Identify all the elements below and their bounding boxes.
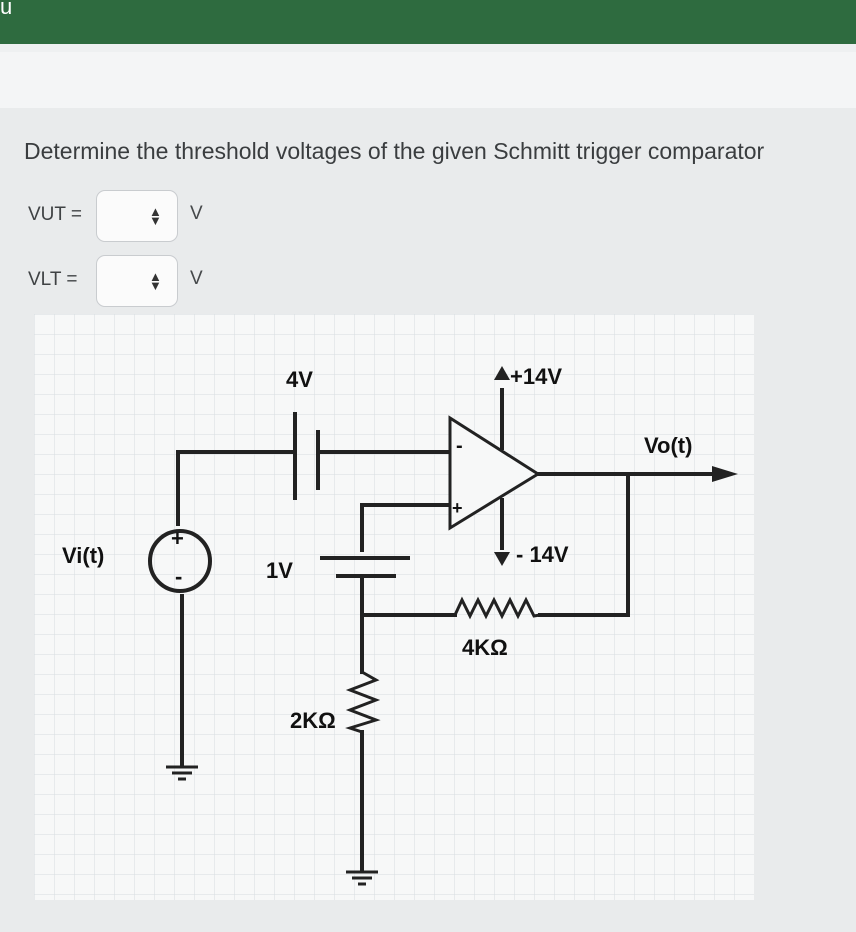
circuit-wires (176, 388, 714, 872)
vlt-unit: V (190, 268, 203, 289)
neg-supply-arrow-icon (494, 552, 510, 566)
label-neg-supply: - 14V (516, 542, 569, 567)
label-source-plus: + (171, 526, 184, 551)
question-text: Determine the threshold voltages of the … (24, 138, 765, 164)
label-feedback-resistor: 4KΩ (462, 635, 508, 660)
schmitt-trigger-circuit-diagram: 4V +14V Vo(t) Vi(t) 1V - 14V 4KΩ 2KΩ - +… (34, 314, 754, 900)
vut-spinner-icon[interactable]: ▲▼ (149, 204, 162, 228)
capacitor-4v (293, 412, 320, 500)
vut-unit: V (190, 203, 203, 224)
vlt-label: VLT = (28, 269, 78, 290)
label-noninverting-input: + (452, 498, 463, 518)
op-amp (448, 415, 541, 531)
label-input: Vi(t) (62, 543, 104, 568)
output-arrow-icon (712, 466, 738, 482)
supply-arrows (494, 366, 510, 566)
battery-1v (320, 556, 410, 578)
vlt-input[interactable]: ▲▼ (96, 255, 178, 307)
top-bar: u (0, 0, 856, 44)
label-inverting-input: - (456, 435, 463, 457)
pos-supply-arrow-icon (494, 366, 510, 380)
vut-input[interactable]: ▲▼ (96, 190, 178, 242)
page-band (0, 52, 856, 108)
label-ground-resistor: 2KΩ (290, 708, 336, 733)
voltage-source (148, 529, 212, 593)
ground-symbol-source (166, 765, 198, 781)
label-cap-voltage: 4V (286, 367, 313, 392)
vlt-spinner-icon[interactable]: ▲▼ (149, 269, 162, 293)
vut-label: VUT = (28, 204, 83, 225)
resistor-2k (345, 670, 381, 734)
ground-symbol-resistor (346, 870, 378, 886)
label-ref-battery: 1V (266, 558, 293, 583)
label-output: Vo(t) (644, 433, 692, 458)
label-pos-supply: +14V (510, 364, 562, 389)
grid-lines (34, 314, 754, 900)
resistor-4k (453, 596, 541, 620)
label-source-minus: - (175, 564, 182, 589)
header-fragment: u (0, 0, 13, 19)
